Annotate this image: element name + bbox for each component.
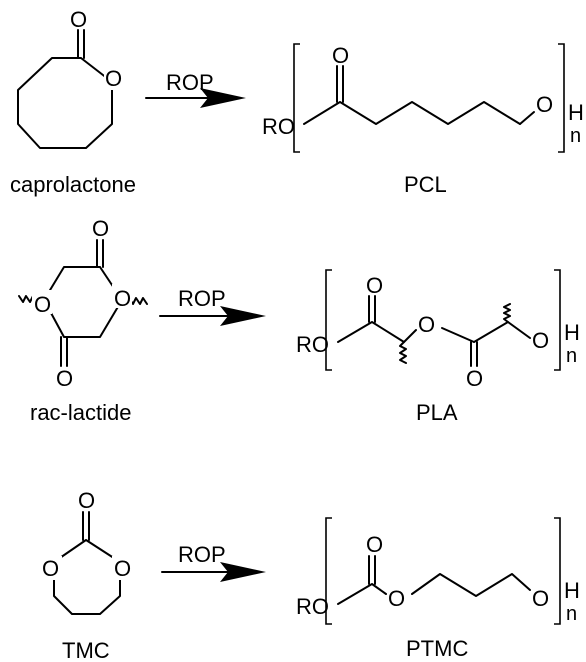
ro-end-group: RO	[262, 114, 295, 139]
ring-oxygen: O	[105, 66, 122, 91]
ptmc-structure: RO O O O H n	[296, 517, 580, 625]
carbonyl-oxygen: O	[70, 7, 87, 32]
ester-oxygen: O	[388, 586, 405, 611]
ro-end-group: RO	[296, 332, 329, 357]
h-end-group: H	[568, 100, 584, 125]
ro-end-group: RO	[296, 594, 329, 619]
arrow-label-rop-3: ROP	[178, 542, 226, 567]
bracket-right	[558, 43, 565, 153]
carbonyl-oxygen: O	[78, 488, 95, 513]
carbonyl-oxygen: O	[92, 216, 109, 241]
tmc-structure: O O O	[42, 488, 132, 615]
caprolactone-structure: O O	[17, 7, 124, 149]
repeat-n: n	[570, 125, 581, 147]
pcl-structure: RO O O H n	[262, 43, 584, 153]
polymer-label-pcl: PCL	[404, 172, 447, 197]
arrow-label-rop-1: ROP	[166, 70, 214, 95]
chain-oxygen: O	[532, 328, 549, 353]
arrowhead-icon	[220, 562, 266, 582]
bracket-left	[325, 517, 332, 625]
rac-lactide-structure: O O O O	[18, 216, 148, 391]
carbonyl-oxygen: O	[332, 43, 349, 68]
pla-structure: RO O O O O H n	[296, 269, 580, 391]
h-end-group: H	[564, 320, 580, 345]
carbonyl-oxygen: O	[466, 366, 483, 391]
ring-oxygen: O	[42, 556, 59, 581]
monomer-label-caprolactone: caprolactone	[10, 172, 136, 197]
polymer-label-pla: PLA	[416, 400, 458, 425]
ring-oxygen: O	[34, 292, 51, 317]
carbonyl-oxygen: O	[56, 366, 73, 391]
bracket-left	[293, 43, 300, 153]
chain-oxygen: O	[532, 586, 549, 611]
arrowhead-icon	[220, 306, 266, 326]
reaction-arrow-3	[161, 562, 266, 582]
bracket-right	[554, 517, 561, 625]
ring-oxygen: O	[114, 286, 131, 311]
ester-oxygen: O	[418, 312, 435, 337]
arrow-label-rop-2: ROP	[178, 286, 226, 311]
repeat-n: n	[566, 603, 577, 625]
h-end-group: H	[564, 578, 580, 603]
ring-oxygen: O	[114, 556, 131, 581]
carbonyl-oxygen: O	[366, 532, 383, 557]
reaction-arrow-2	[159, 306, 266, 326]
polymer-label-ptmc: PTMC	[406, 636, 468, 661]
bracket-left	[325, 269, 332, 371]
arrowhead-icon	[200, 88, 246, 108]
repeat-n: n	[566, 345, 577, 367]
monomer-label-tmc: TMC	[62, 638, 110, 662]
bracket-right	[554, 269, 561, 371]
carbonyl-oxygen: O	[366, 273, 383, 298]
monomer-label-rac-lactide: rac-lactide	[30, 400, 131, 425]
reaction-arrow-1	[145, 88, 246, 108]
chain-oxygen: O	[536, 92, 553, 117]
